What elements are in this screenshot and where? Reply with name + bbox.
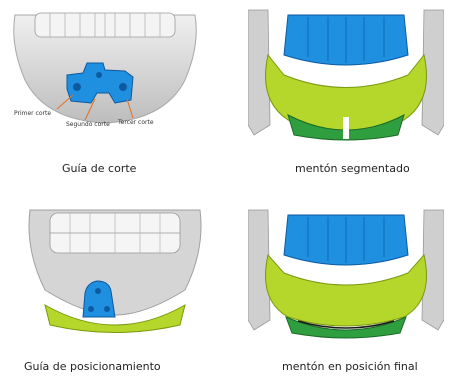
mandible-green xyxy=(266,255,427,326)
segmented-chin-illustration xyxy=(248,5,444,145)
lower-teeth xyxy=(35,13,175,37)
panel-positioning-guide xyxy=(25,205,205,335)
midline-gap xyxy=(343,117,349,139)
teeth xyxy=(50,213,180,253)
caption-cutting-guide: Guía de corte xyxy=(62,162,136,175)
annotation-second-cut: Segundo corte xyxy=(66,121,110,128)
annotation-first-cut: Primer corte xyxy=(14,110,51,117)
panel-final-chin xyxy=(248,205,444,340)
annotation-third-cut: Tercer corte xyxy=(118,119,154,126)
caption-segmented-chin: mentón segmentado xyxy=(295,162,410,175)
final-chin-illustration xyxy=(248,205,444,340)
positioning-guide-illustration xyxy=(25,205,205,335)
caption-final-chin: mentón en posición final xyxy=(282,360,418,373)
panel-segmented-chin xyxy=(248,5,444,145)
caption-positioning-guide: Guía de posicionamiento xyxy=(24,360,161,373)
